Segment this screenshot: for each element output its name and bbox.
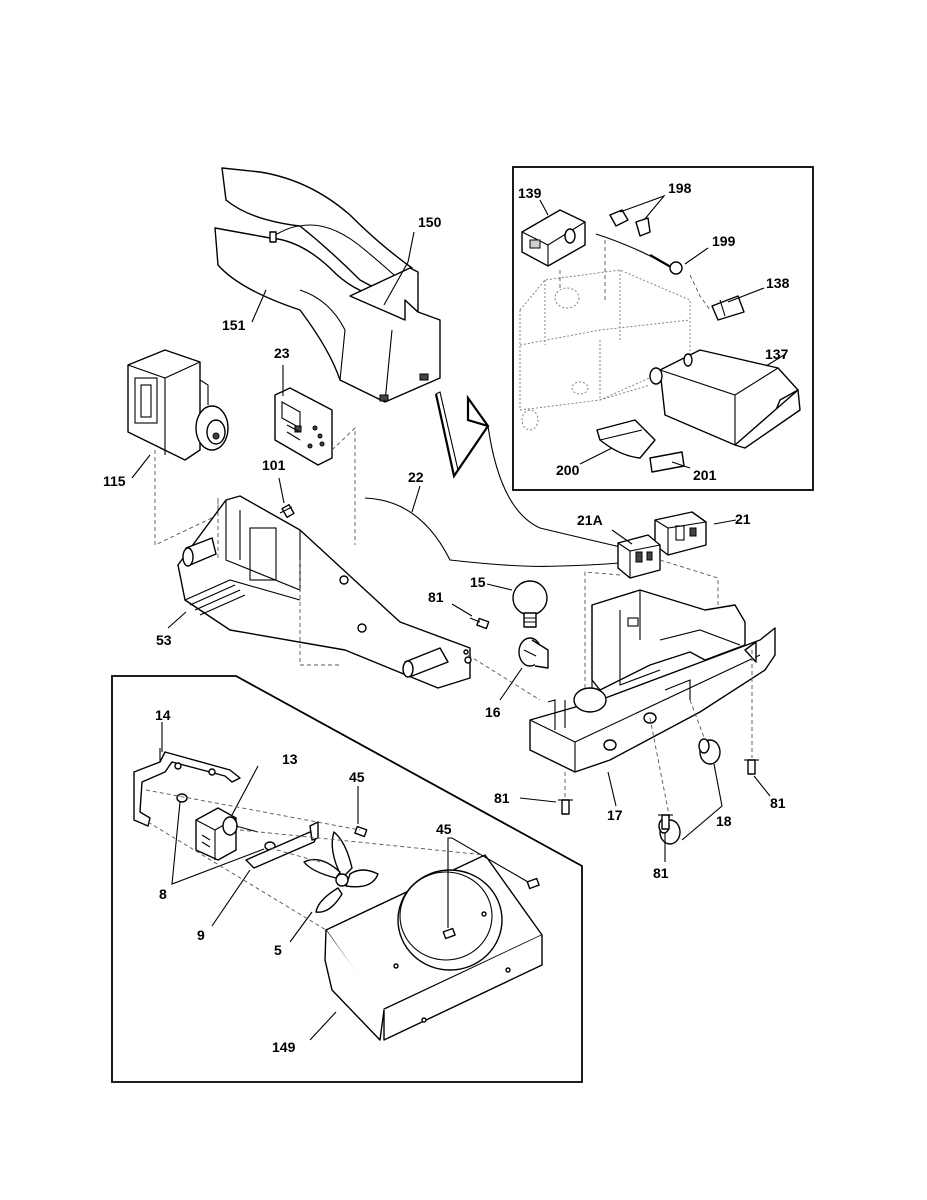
part-81-label: 81 — [428, 589, 444, 605]
lamp-socket-16 — [518, 637, 549, 669]
part-53-label: 53 — [156, 632, 172, 648]
screw-101 — [279, 503, 295, 519]
control-board-23 — [274, 387, 333, 466]
icemaker-139 — [521, 209, 586, 267]
leader-138 — [727, 287, 765, 303]
part-18-label: 18 — [716, 813, 732, 829]
part-137-label: 137 — [765, 346, 789, 362]
part-22-label: 22 — [408, 469, 424, 485]
leader-22 — [411, 485, 421, 513]
leader-200 — [579, 447, 613, 465]
part-81-label-c: 81 — [653, 865, 669, 881]
part-101-label: 101 — [262, 457, 286, 473]
part-198-label: 198 — [668, 180, 692, 196]
deflector-200 — [596, 419, 656, 459]
inset-ghost-housing — [519, 269, 691, 431]
leader-16 — [499, 667, 523, 701]
label-201 — [649, 451, 685, 473]
screw-81-b — [558, 799, 573, 815]
leader-15 — [486, 583, 513, 591]
leader-151 — [251, 289, 267, 323]
leader-198 — [619, 194, 666, 221]
part-139-label: 139 — [518, 185, 542, 201]
fan-motor-13 — [195, 807, 259, 861]
leader-13 — [231, 765, 259, 816]
housing-bracket-53 — [177, 495, 472, 689]
inset-fan-box — [111, 675, 583, 1083]
part-8-label: 8 — [159, 886, 167, 902]
leader-18 — [681, 763, 723, 841]
leader-201 — [671, 461, 691, 469]
dispenser-base-17 — [529, 589, 776, 773]
part-45-label-a: 45 — [349, 769, 365, 785]
leader-21 — [713, 519, 737, 525]
part-labels: 150 151 115 23 101 22 53 81 15 16 21A 21… — [103, 180, 790, 1055]
part-21-label: 21 — [735, 511, 751, 527]
part-149-label: 149 — [272, 1039, 296, 1055]
light-bulb-15 — [512, 580, 548, 628]
leader-81-a — [451, 603, 473, 617]
bracket-14 — [133, 748, 241, 827]
part-200-label: 200 — [556, 462, 580, 478]
screw-45-a — [354, 825, 368, 838]
leader-53 — [167, 611, 187, 629]
inset-icemaker-box — [512, 166, 814, 491]
chute-duct-150-151 — [214, 167, 441, 403]
fan-blade-5 — [303, 831, 379, 913]
part-15-label: 15 — [470, 574, 486, 590]
switch-21 — [654, 511, 707, 556]
leader-150 — [383, 231, 415, 306]
clip-198 — [609, 209, 651, 237]
part-23-label: 23 — [274, 345, 290, 361]
part-45-label-b: 45 — [436, 821, 452, 837]
shroud-149 — [324, 854, 543, 1041]
part-81-label-d: 81 — [770, 795, 786, 811]
part-13-label: 13 — [282, 751, 298, 767]
dispenser-motor-115 — [127, 349, 229, 461]
screw-81-c — [658, 814, 673, 830]
bin-137 — [649, 349, 801, 449]
leader-21a — [611, 529, 633, 545]
leader-115 — [131, 454, 151, 479]
leader-81-d — [753, 775, 771, 797]
part-115-label: 115 — [103, 473, 126, 489]
part-16-label: 16 — [485, 704, 501, 720]
part-201-label: 201 — [693, 467, 717, 483]
screw-45-b — [442, 877, 540, 940]
leader-139 — [539, 199, 549, 216]
leader-9 — [211, 869, 251, 927]
leader-45-b — [447, 837, 529, 928]
part-151-label: 151 — [222, 317, 246, 333]
part-150-label: 150 — [418, 214, 442, 230]
leader-17 — [607, 771, 617, 807]
leader-137 — [765, 354, 785, 367]
part-14-label: 14 — [155, 707, 171, 723]
switch-21a — [617, 534, 661, 579]
screw-81-a — [469, 617, 490, 630]
part-9-label: 9 — [197, 927, 205, 943]
harness-199 — [595, 233, 683, 275]
leader-81-b — [519, 797, 557, 803]
part-17-label: 17 — [607, 807, 623, 823]
leader-149 — [309, 1011, 337, 1041]
knob-18-b — [698, 738, 721, 765]
part-138-label: 138 — [766, 275, 790, 291]
leader-5 — [289, 911, 313, 943]
part-5-label: 5 — [274, 942, 282, 958]
part-21a-label: 21A — [577, 512, 603, 528]
screw-81-d — [744, 759, 759, 775]
leader-101 — [278, 477, 285, 504]
leader-199 — [684, 247, 709, 265]
part-199-label: 199 — [712, 233, 736, 249]
part-81-label-b: 81 — [494, 790, 510, 806]
leader-8 — [171, 801, 265, 885]
bracket-138 — [711, 295, 745, 321]
actuator-wire-22 — [364, 391, 631, 567]
